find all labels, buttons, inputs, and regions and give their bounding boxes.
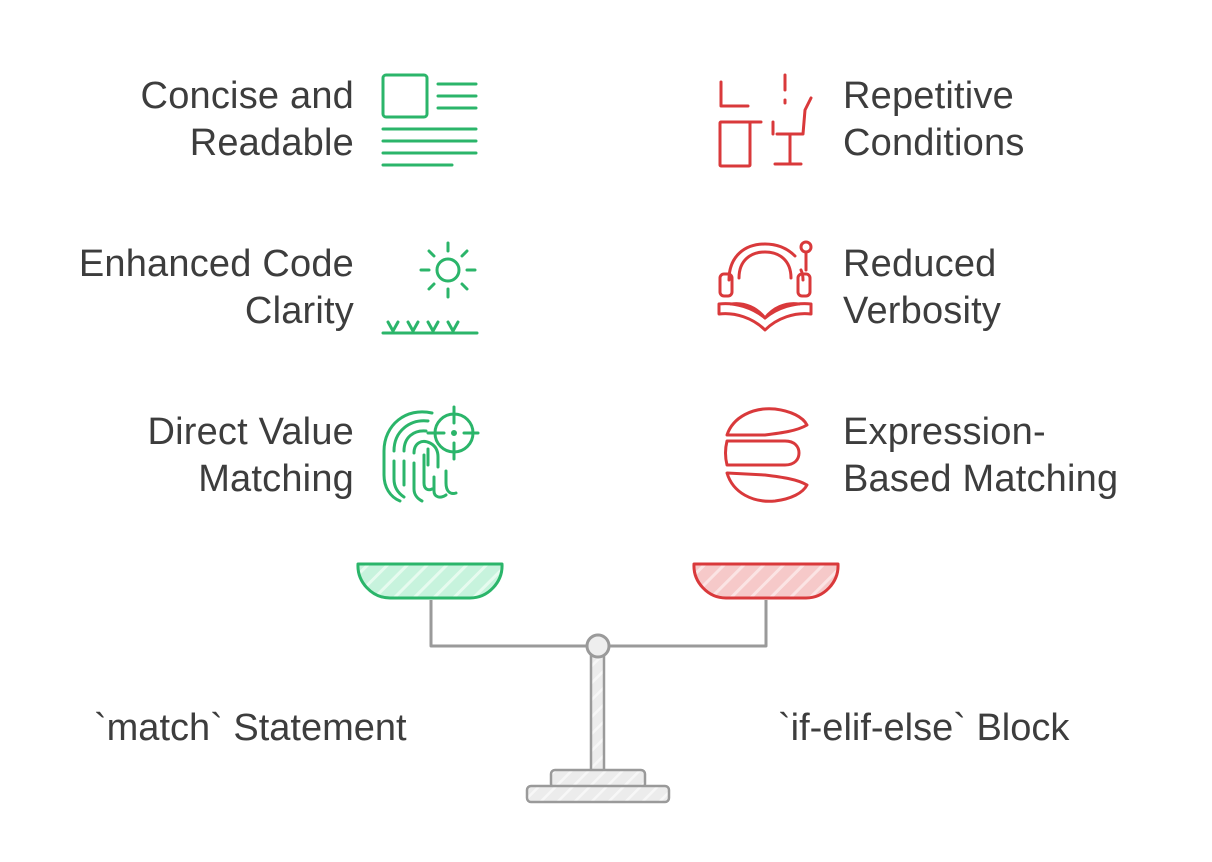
left-item-3-label: Direct Value Matching: [147, 409, 354, 503]
left-item-3-line1: Direct Value: [147, 411, 354, 453]
right-item-1-line1: Repetitive: [843, 75, 1014, 117]
left-item-2-line2: Clarity: [244, 290, 354, 332]
scale-pole: [589, 650, 606, 774]
left-item-2-line1: Enhanced Code: [78, 243, 354, 285]
right-pan: [692, 562, 840, 600]
scale-base-bottom: [525, 784, 671, 804]
right-item-2-line2: Verbosity: [843, 290, 1002, 332]
left-item-1-label: Concise and Readable: [141, 73, 354, 167]
left-item-2-label: Enhanced Code Clarity: [79, 241, 354, 335]
right-item-3-label: Expression- Based Matching: [843, 409, 1118, 503]
repeated-chairs-icon: [718, 73, 813, 168]
document-layout-icon: [381, 73, 478, 167]
right-item-3-line1: Expression-: [843, 411, 1046, 453]
left-item-1-line2: Readable: [189, 122, 354, 164]
reading-headset-icon: [717, 240, 813, 332]
right-item-3-line2: Based Matching: [843, 458, 1119, 500]
right-item-2-label: Reduced Verbosity: [843, 241, 1001, 335]
left-item-3-line2: Matching: [198, 458, 354, 500]
scale-pivot: [585, 633, 611, 659]
sun-over-grass-icon: [381, 241, 479, 335]
right-item-1-line2: Conditions: [843, 122, 1025, 164]
left-item-1-line1: Concise and: [140, 75, 354, 117]
left-side-label: `match` Statement: [94, 707, 407, 749]
right-item-2-line1: Reduced: [843, 243, 997, 285]
left-pan: [356, 562, 504, 600]
fingerprint-target-icon: [382, 405, 480, 503]
split-shapes-icon: [724, 407, 809, 503]
right-item-1-label: Repetitive Conditions: [843, 73, 1025, 167]
right-side-label: `if-elif-else` Block: [778, 707, 1070, 749]
